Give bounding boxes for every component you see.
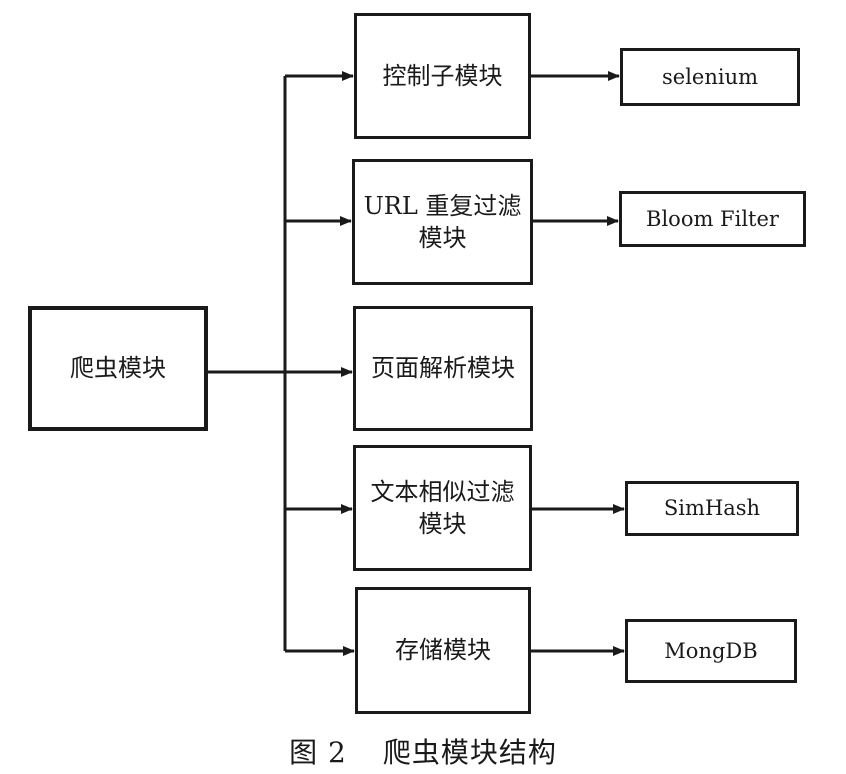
tech-box-selenium: selenium xyxy=(620,48,800,106)
crawler-module-label: 爬虫模块 xyxy=(70,354,166,383)
tech-label-mongdb: MongDB xyxy=(664,638,758,663)
module-box-text-similarity: 文本相似过滤 模块 xyxy=(353,445,532,571)
tech-box-bloom-filter: Bloom Filter xyxy=(619,191,806,247)
figure-number: 图 2 xyxy=(289,736,347,769)
module-label-storage: 存储模块 xyxy=(395,636,491,665)
module-label-page-parse: 页面解析模块 xyxy=(371,354,515,383)
figure-title: 爬虫模块结构 xyxy=(382,736,557,769)
tech-label-bloom-filter: Bloom Filter xyxy=(646,206,779,231)
module-box-page-parse: 页面解析模块 xyxy=(353,306,533,431)
module-label-url-dedup-line1: URL 重复过滤 xyxy=(363,191,522,220)
tech-box-simhash: SimHash xyxy=(625,481,799,536)
module-label-url-dedup-line2: 模块 xyxy=(418,224,467,252)
module-label-text-similarity-line2: 模块 xyxy=(418,510,467,538)
tech-label-simhash: SimHash xyxy=(663,496,761,521)
module-box-storage: 存储模块 xyxy=(355,587,531,714)
module-label-text-similarity-line1: 文本相似过滤 xyxy=(370,477,515,506)
crawler-module-box: 爬虫模块 xyxy=(28,306,208,431)
tech-box-mongdb: MongDB xyxy=(625,619,797,683)
module-label-control: 控制子模块 xyxy=(382,61,503,90)
module-box-url-dedup: URL 重复过滤 模块 xyxy=(352,159,533,285)
figure-caption: 图 2 爬虫模块结构 xyxy=(0,731,846,771)
module-box-control: 控制子模块 xyxy=(354,13,531,139)
tech-label-selenium: selenium xyxy=(661,64,759,89)
